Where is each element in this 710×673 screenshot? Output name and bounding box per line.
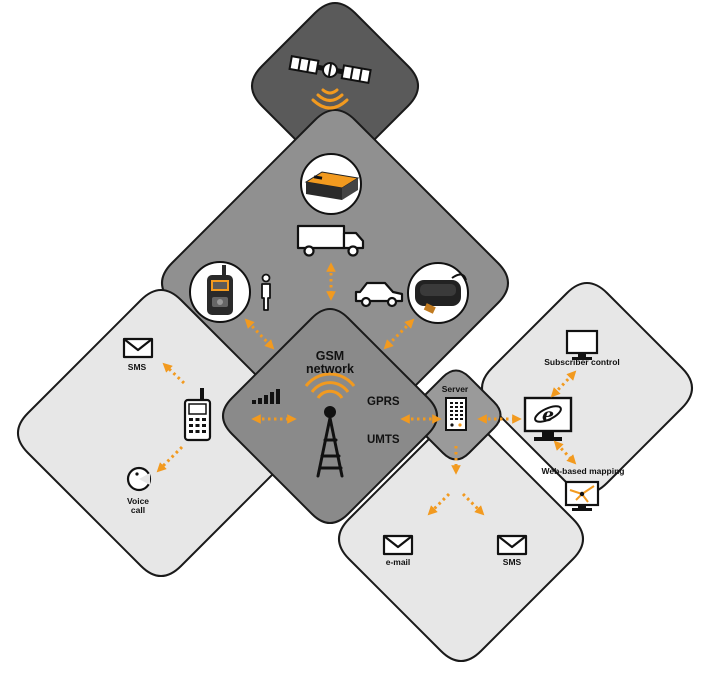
browser-monitor-icon: e bbox=[523, 396, 573, 441]
signal-strength-icon bbox=[252, 389, 280, 404]
subscriber-monitor-icon bbox=[565, 329, 599, 360]
sms-label: SMS bbox=[127, 362, 147, 372]
web-based-mapping-label: Web-based mapping bbox=[541, 466, 625, 476]
gsm-network-label: GSM network bbox=[306, 349, 354, 377]
satellite-signal-icon bbox=[311, 88, 349, 110]
phone-to-voice-arrow bbox=[156, 445, 184, 473]
voice-call-label: Voice call bbox=[127, 497, 149, 515]
server-to-sms-arrow bbox=[461, 492, 485, 516]
svg-text:e: e bbox=[542, 404, 554, 426]
browser-to-map-arrow bbox=[553, 440, 577, 465]
gsm-network-label-line2: network bbox=[306, 362, 354, 377]
gsm-network-label-line1: GSM bbox=[315, 349, 345, 363]
subscriber-control-label: Subscriber control bbox=[544, 357, 620, 367]
notification-sms-label: SMS bbox=[502, 557, 522, 567]
server-to-email-arrow bbox=[427, 492, 451, 516]
person-icon bbox=[261, 273, 271, 311]
voice-call-icon bbox=[126, 466, 152, 492]
voice-call-label-line1: Voice bbox=[126, 496, 150, 506]
cell-tower-icon bbox=[304, 372, 356, 478]
tracker-unit-icon bbox=[300, 153, 362, 215]
server-icon bbox=[445, 397, 467, 431]
mobile-phone-icon bbox=[183, 388, 212, 442]
vehicle-tracker-icon bbox=[407, 262, 469, 324]
portable-tracker-icon bbox=[189, 261, 251, 323]
phone-to-sms-arrow bbox=[162, 362, 186, 385]
satellite-icon bbox=[288, 55, 372, 85]
map-monitor-icon bbox=[564, 480, 600, 511]
sms-envelope-icon bbox=[122, 337, 154, 359]
gprs-label: GPRS bbox=[367, 396, 400, 408]
email-envelope-icon bbox=[382, 534, 414, 556]
phone-panel bbox=[17, 289, 305, 577]
umts-label: UMTS bbox=[367, 434, 400, 446]
car-icon bbox=[354, 281, 404, 308]
server-label: Server bbox=[441, 384, 469, 394]
truck-icon bbox=[296, 224, 365, 257]
sms-notification-envelope-icon bbox=[496, 534, 528, 556]
browser-to-subscriber-arrow bbox=[550, 370, 577, 398]
voice-call-label-line2: call bbox=[130, 504, 146, 515]
email-label: e-mail bbox=[385, 557, 411, 567]
